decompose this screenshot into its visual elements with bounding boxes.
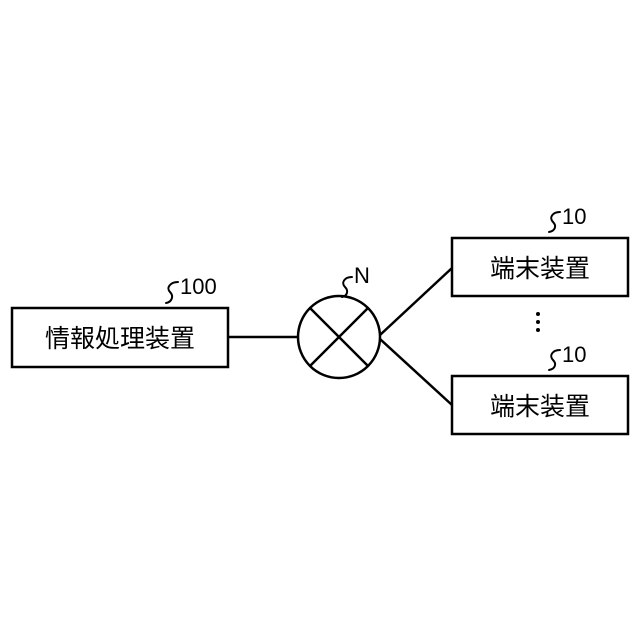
terminal-device-top-label: 端末装置 [490, 254, 590, 283]
terminal-ellipsis [536, 312, 540, 332]
terminal-top-ref-leader [549, 212, 560, 232]
info-processing-device: 情報処理装置 [12, 308, 228, 367]
ellipsis-dot [536, 328, 540, 332]
network-ref-letter: N [354, 263, 370, 288]
info-processing-device-label: 情報処理装置 [45, 324, 195, 353]
terminal-bottom-ref-leader [549, 350, 560, 370]
info-device-ref-number: 100 [180, 274, 217, 299]
ellipsis-dot [536, 312, 540, 316]
network-node [298, 296, 380, 378]
terminal-device-bottom: 端末装置 [452, 376, 628, 434]
terminal-top-ref-number: 10 [562, 204, 586, 229]
info-device-ref-leader [166, 282, 178, 303]
terminal-device-top: 端末装置 [452, 238, 628, 296]
network-ref: N [342, 263, 370, 297]
terminal-bottom-ref-number: 10 [562, 342, 586, 367]
network-ref-leader [342, 277, 352, 297]
info-device-ref: 100 [166, 274, 217, 303]
network-terminal-top-connection [380, 268, 452, 335]
terminal-top-ref: 10 [549, 204, 586, 232]
terminal-bottom-ref: 10 [549, 342, 586, 370]
ellipsis-dot [536, 320, 540, 324]
terminal-device-bottom-label: 端末装置 [490, 392, 590, 421]
network-terminal-bottom-connection [380, 339, 452, 405]
